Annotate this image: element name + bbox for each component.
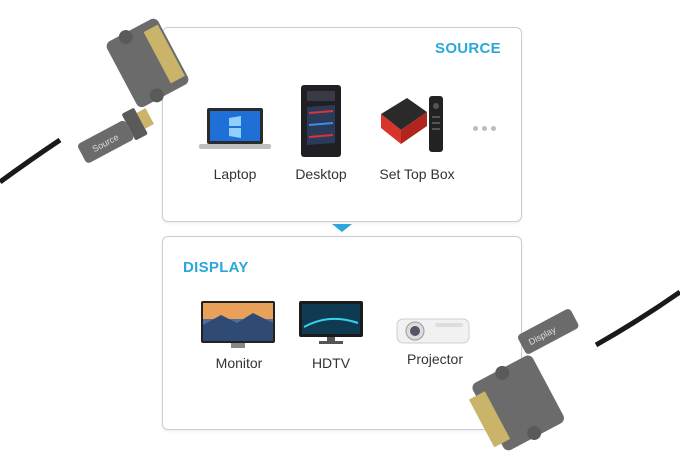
- source-panel: SOURCE Laptop Desktop Set Top Box: [162, 27, 522, 222]
- set-top-box-icon: [381, 96, 443, 152]
- hdtv-icon: [299, 301, 363, 344]
- device-label-projector: Projector: [406, 351, 464, 367]
- source-connector: Source: [78, 18, 189, 163]
- device-label-set-top-box: Set Top Box: [379, 166, 455, 182]
- desktop-tower-icon: [301, 85, 341, 157]
- source-title: SOURCE: [435, 40, 501, 57]
- cable-left: [0, 137, 62, 185]
- device-label-desktop: Desktop: [295, 166, 347, 182]
- ellipsis-icon: [473, 126, 496, 131]
- down-arrow-icon: [332, 224, 352, 232]
- display-title: DISPLAY: [183, 259, 249, 276]
- cable-right: [594, 289, 680, 348]
- laptop-icon: [199, 108, 271, 149]
- device-label-monitor: Monitor: [215, 355, 263, 371]
- display-panel: DISPLAY Monitor HDTV Projector: [162, 236, 522, 430]
- display-connector: Display: [468, 309, 579, 451]
- monitor-icon: [201, 301, 275, 348]
- device-label-laptop: Laptop: [213, 166, 257, 182]
- projector-icon: [396, 318, 470, 344]
- device-label-hdtv: HDTV: [311, 355, 351, 371]
